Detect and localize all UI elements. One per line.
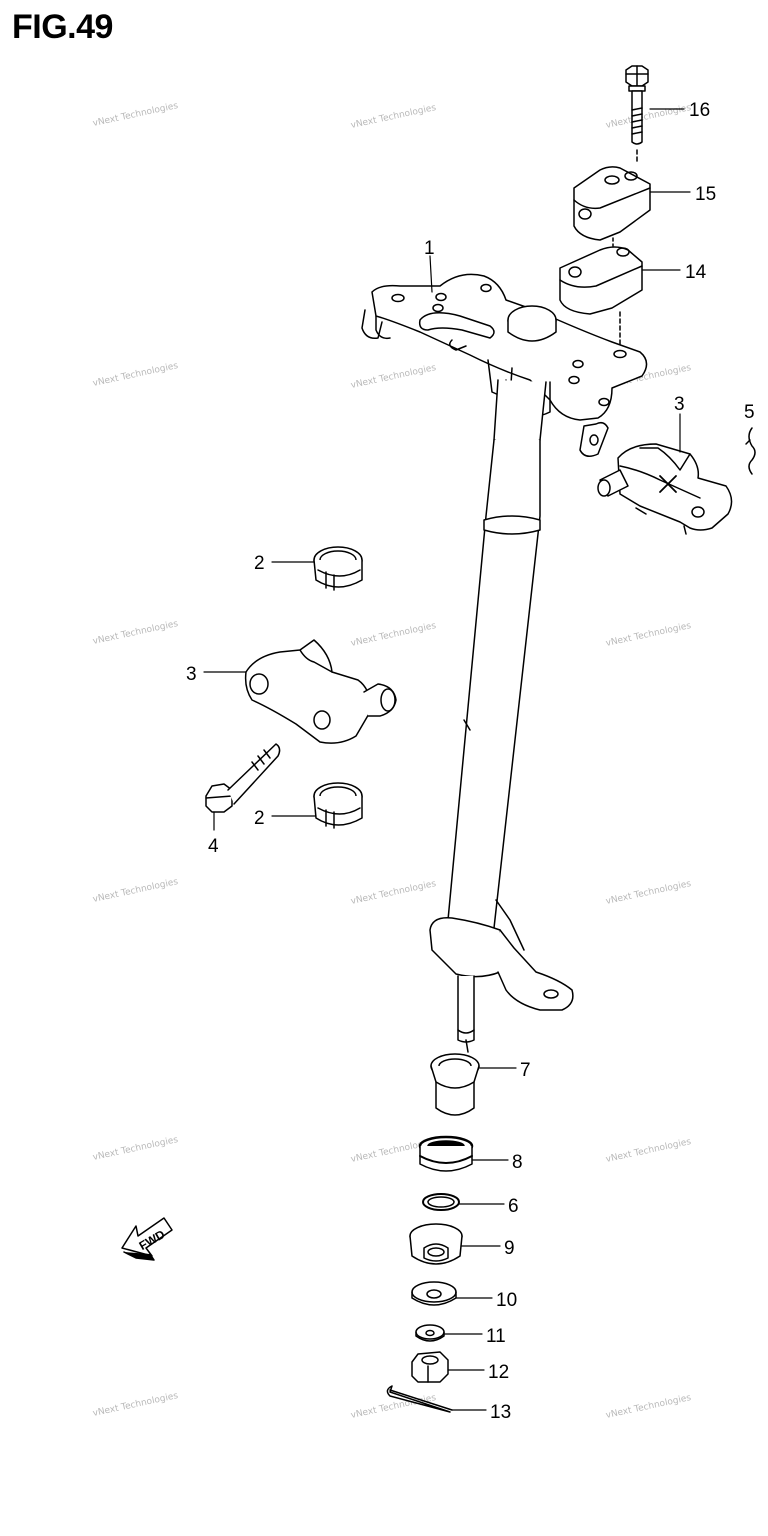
- callout-3-right: 3: [674, 394, 685, 415]
- callout-numbers: 16 15 14 1 3 5 2 3 4 2 7 8 6 9 10 11 12 …: [186, 100, 755, 1423]
- part-3-arm-left: [244, 639, 397, 744]
- part-16-bolt: [625, 65, 649, 163]
- callout-13: 13: [490, 1402, 511, 1423]
- callout-3-left: 3: [186, 664, 197, 685]
- part-2-bushing-upper: [313, 546, 363, 591]
- part-2-bushing-lower: [313, 782, 363, 829]
- leader-lines: [203, 108, 691, 1411]
- part-4-bolt: [205, 743, 281, 813]
- part-13-cotter-pin: [386, 1385, 453, 1413]
- callout-12: 12: [488, 1362, 509, 1383]
- callout-4: 4: [208, 836, 219, 857]
- part-10-washer: [411, 1281, 457, 1306]
- callout-16: 16: [689, 100, 710, 121]
- callout-6: 6: [508, 1196, 519, 1217]
- callout-5: 5: [744, 402, 755, 423]
- callout-14: 14: [685, 262, 707, 283]
- part-5-clip: [745, 427, 756, 475]
- part-6-washer: [422, 1193, 460, 1211]
- part-1-steering-shaft-bracket: [361, 273, 648, 1053]
- part-11-washer: [415, 1324, 445, 1342]
- callout-1: 1: [424, 238, 435, 259]
- callout-8: 8: [512, 1152, 523, 1173]
- callout-9: 9: [504, 1238, 515, 1259]
- fwd-arrow: FWD: [121, 1217, 173, 1261]
- part-12-nut: [411, 1351, 449, 1383]
- callout-7: 7: [520, 1060, 531, 1081]
- part-7-bushing: [430, 1053, 480, 1116]
- part-3-arm-right: [597, 443, 733, 535]
- part-15-clamp-upper: [573, 166, 651, 247]
- callout-15: 15: [695, 184, 716, 205]
- callout-2-lower: 2: [254, 808, 265, 829]
- callout-11: 11: [486, 1326, 506, 1347]
- callout-2-upper: 2: [254, 553, 265, 574]
- part-9-bushing: [409, 1223, 463, 1265]
- part-8-seal: [418, 1135, 474, 1172]
- callout-10: 10: [496, 1290, 517, 1311]
- part-14-clamp-lower: [559, 246, 643, 345]
- figure-title: FIG.49: [12, 8, 113, 46]
